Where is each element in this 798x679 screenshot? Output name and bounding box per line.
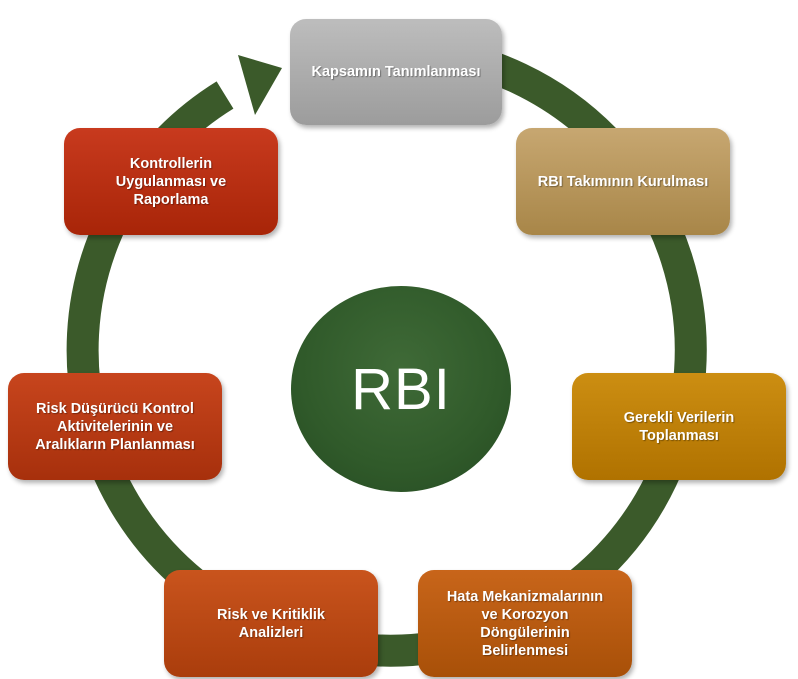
- step-rbi-team-setup: RBI Takımının Kurulması: [516, 128, 730, 235]
- step-risk-analysis: Risk ve Kritiklik Analizleri: [164, 570, 378, 677]
- step-inspection-planning: Risk Düşürücü Kontrol Aktivitelerinin ve…: [8, 373, 222, 480]
- step-inspection-reporting: Kontrollerin Uygulanması ve Raporlama: [64, 128, 278, 235]
- step-scope-definition: Kapsamın Tanımlanması: [290, 19, 502, 125]
- step-label: Gerekli Verilerin Toplanması: [623, 409, 735, 444]
- cycle-arrowhead: [238, 55, 282, 115]
- center-label: RBI: [351, 356, 451, 422]
- step-failure-mechanisms: Hata Mekanizmalarının ve Korozyon Döngül…: [418, 570, 632, 677]
- step-label: Risk Düşürücü Kontrol Aktivitelerinin ve…: [35, 400, 195, 453]
- step-label: Hata Mekanizmalarının ve Korozyon Döngül…: [446, 588, 604, 659]
- step-label: Kontrollerin Uygulanması ve Raporlama: [115, 155, 227, 208]
- step-data-collection: Gerekli Verilerin Toplanması: [572, 373, 786, 480]
- step-label: RBI Takımının Kurulması: [537, 173, 709, 190]
- step-label: Kapsamın Tanımlanması: [311, 64, 481, 80]
- step-label: Risk ve Kritiklik Analizleri: [217, 606, 325, 641]
- center-circle: RBI: [291, 286, 511, 492]
